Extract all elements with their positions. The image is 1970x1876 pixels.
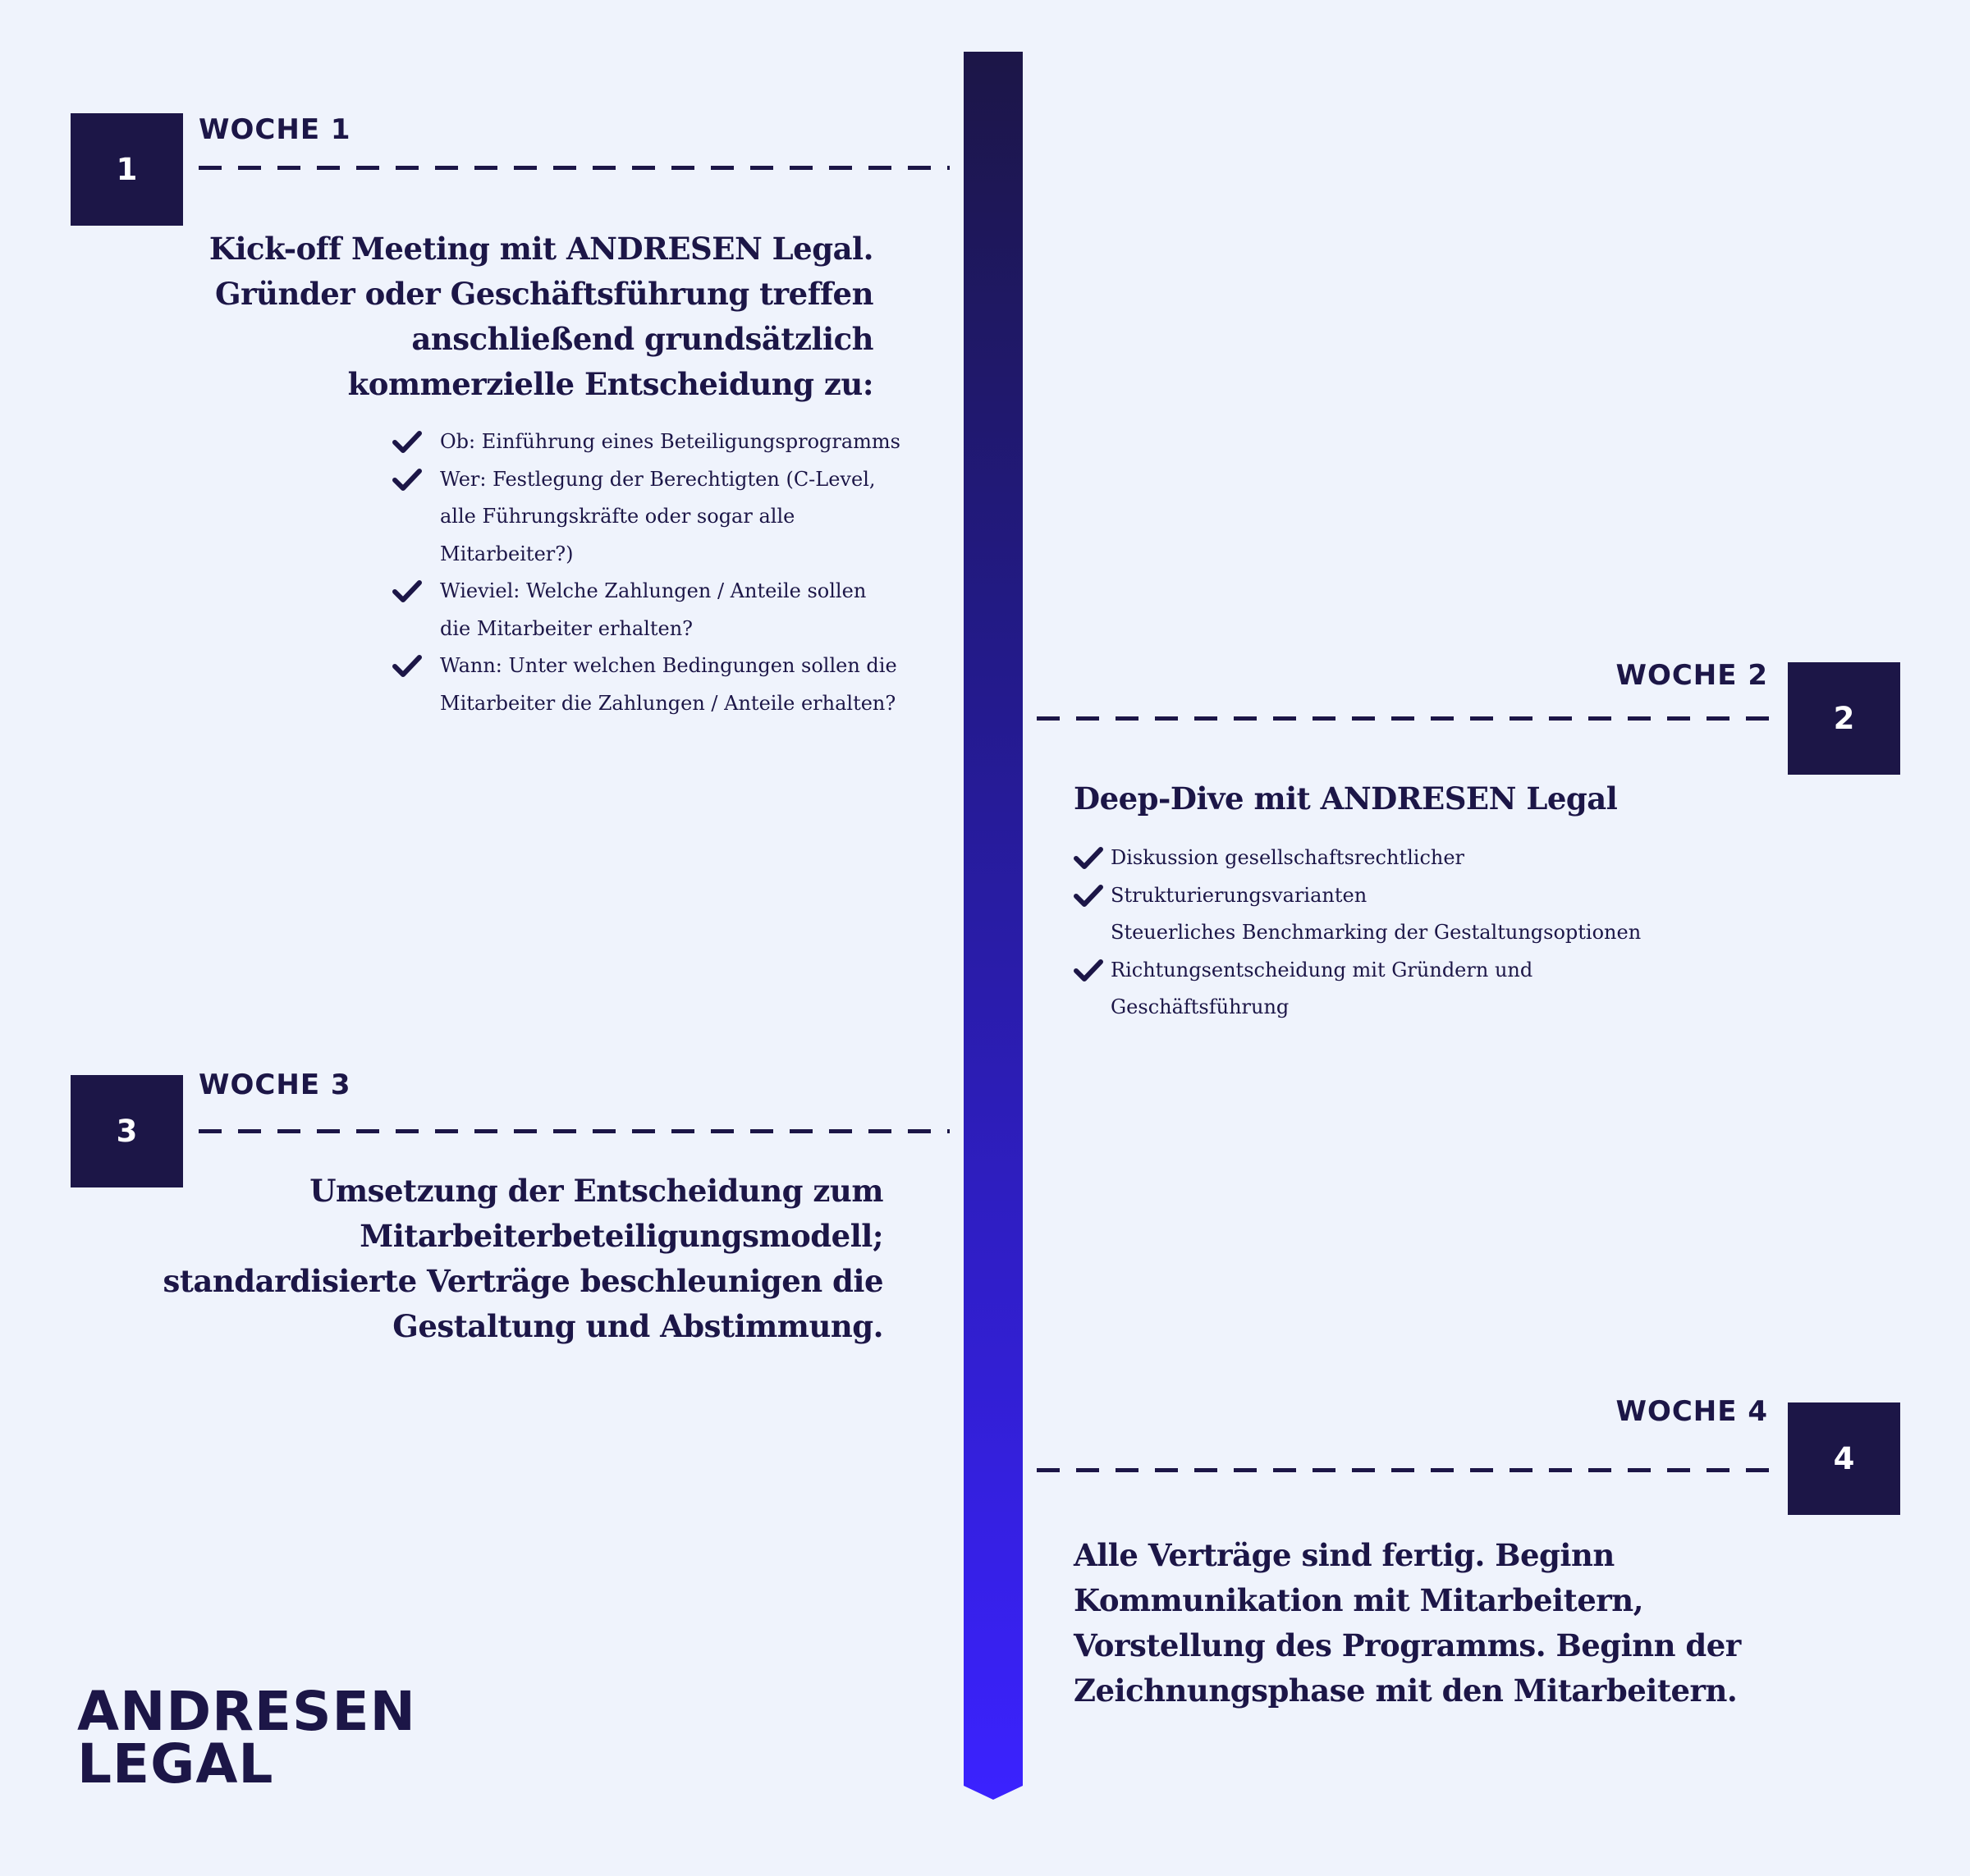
step-1-number-box: 1 (71, 113, 183, 226)
step-2-week-label: WOCHE 2 (1615, 659, 1768, 692)
andresen-legal-logo: ANDRESEN LEGAL (77, 1680, 416, 1796)
checkmark-icon (392, 468, 422, 491)
step-2-number: 2 (1833, 701, 1855, 736)
list-item: Wer: Festlegung der Berechtigten (C-Leve… (392, 461, 901, 574)
step-4-number-box: 4 (1788, 1402, 1900, 1515)
step-1-headline: Kick-off Meeting mit ANDRESEN Legal. Grü… (208, 231, 874, 402)
checkmark-icon (1074, 847, 1103, 869)
step-3-connector (199, 1129, 950, 1133)
step-3-number-box: 3 (71, 1075, 183, 1187)
list-item: Wieviel: Welche Zahlungen / Anteile soll… (392, 573, 901, 647)
step-2-connector (1037, 716, 1771, 721)
step-1-checklist: Ob: Einführung eines Beteiligungsprogram… (392, 423, 901, 722)
step-2-number-box: 2 (1788, 662, 1900, 775)
step-3-headline: Umsetzung der Entscheidung zum Mitarbeit… (163, 1173, 884, 1344)
step-1-connector (199, 166, 950, 170)
timeline-bar (964, 52, 1023, 1800)
step-3-week-label: WOCHE 3 (199, 1068, 351, 1101)
checkmark-icon (1074, 959, 1103, 981)
step-3-number: 3 (116, 1114, 138, 1149)
list-item: Wann: Unter welchen Bedingungen sollen d… (392, 647, 901, 722)
checkmark-icon (392, 580, 422, 602)
list-item-plain: Steuerliches Benchmarking der Gestaltung… (1111, 921, 1642, 944)
list-item: Diskussion gesellschaftsrechtlicher (1074, 840, 1665, 877)
step-4-connector (1037, 1468, 1771, 1472)
step-4-number: 4 (1833, 1441, 1855, 1476)
step-2-headline: Deep-Dive mit ANDRESEN Legal (1074, 780, 1618, 817)
step-1-week-label: WOCHE 1 (199, 113, 351, 146)
step-4-headline: Alle Verträge sind fertig. Beginn Kommun… (1074, 1537, 1741, 1709)
step-2-checklist: Diskussion gesellschaftsrechtlicher Stru… (1074, 840, 1665, 1027)
checkmark-icon (1074, 884, 1103, 907)
list-item: Ob: Einführung eines Beteiligungsprogram… (392, 423, 901, 461)
list-item: Strukturierungsvarianten Steuerliches Be… (1074, 877, 1665, 952)
step-1-number: 1 (116, 152, 138, 187)
list-item: Richtungsentscheidung mit Gründern und G… (1074, 952, 1554, 1027)
checkmark-icon (392, 655, 422, 677)
checkmark-icon (392, 431, 422, 453)
step-4-week-label: WOCHE 4 (1615, 1395, 1768, 1428)
